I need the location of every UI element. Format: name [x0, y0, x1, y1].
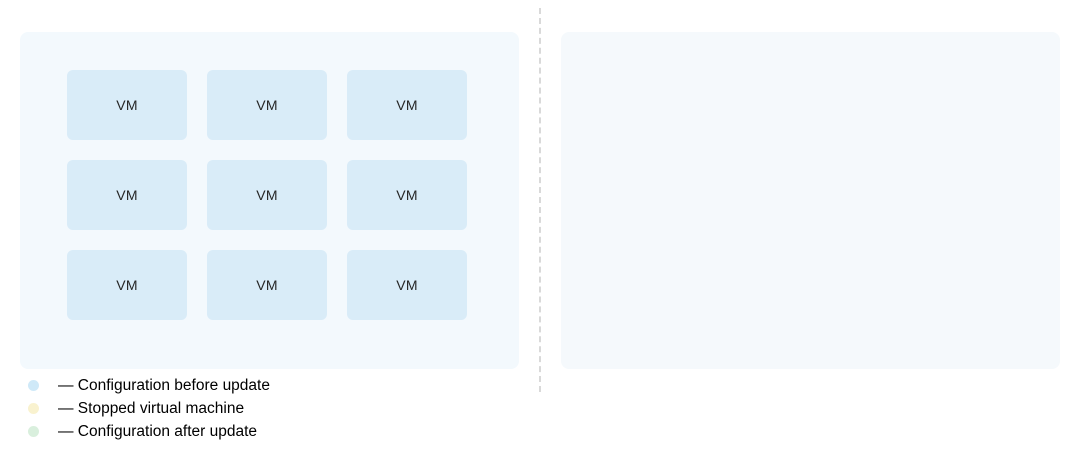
vm-box: VM	[347, 160, 467, 230]
vm-label: VM	[396, 97, 418, 113]
legend: — Configuration before update — Stopped …	[28, 374, 270, 443]
vm-box: VM	[347, 70, 467, 140]
legend-label: — Configuration before update	[58, 376, 270, 394]
vm-label: VM	[256, 97, 278, 113]
vm-label: VM	[256, 277, 278, 293]
vm-label: VM	[396, 187, 418, 203]
vm-box: VM	[207, 160, 327, 230]
dashed-divider-line	[539, 8, 541, 392]
dot-icon	[28, 426, 39, 437]
vm-label: VM	[116, 187, 138, 203]
dot-icon	[28, 380, 39, 391]
vm-box: VM	[67, 160, 187, 230]
dot-icon	[28, 403, 39, 414]
vm-label: VM	[116, 97, 138, 113]
legend-item: — Configuration after update	[28, 420, 270, 443]
legend-item: — Configuration before update	[28, 374, 270, 397]
legend-label: — Configuration after update	[58, 422, 258, 440]
vm-grid: VM VM VM VM VM VM VM VM VM	[67, 70, 467, 320]
vm-box: VM	[207, 250, 327, 320]
vm-label: VM	[256, 187, 278, 203]
vm-box: VM	[67, 70, 187, 140]
vm-box: VM	[347, 250, 467, 320]
legend-item: — Stopped virtual machine	[28, 397, 270, 420]
vm-box: VM	[67, 250, 187, 320]
vm-box: VM	[207, 70, 327, 140]
vm-label: VM	[116, 277, 138, 293]
after-update-panel	[561, 32, 1060, 369]
before-update-panel: VM VM VM VM VM VM VM VM VM	[20, 32, 519, 369]
vm-label: VM	[396, 277, 418, 293]
legend-label: — Stopped virtual machine	[58, 399, 245, 417]
